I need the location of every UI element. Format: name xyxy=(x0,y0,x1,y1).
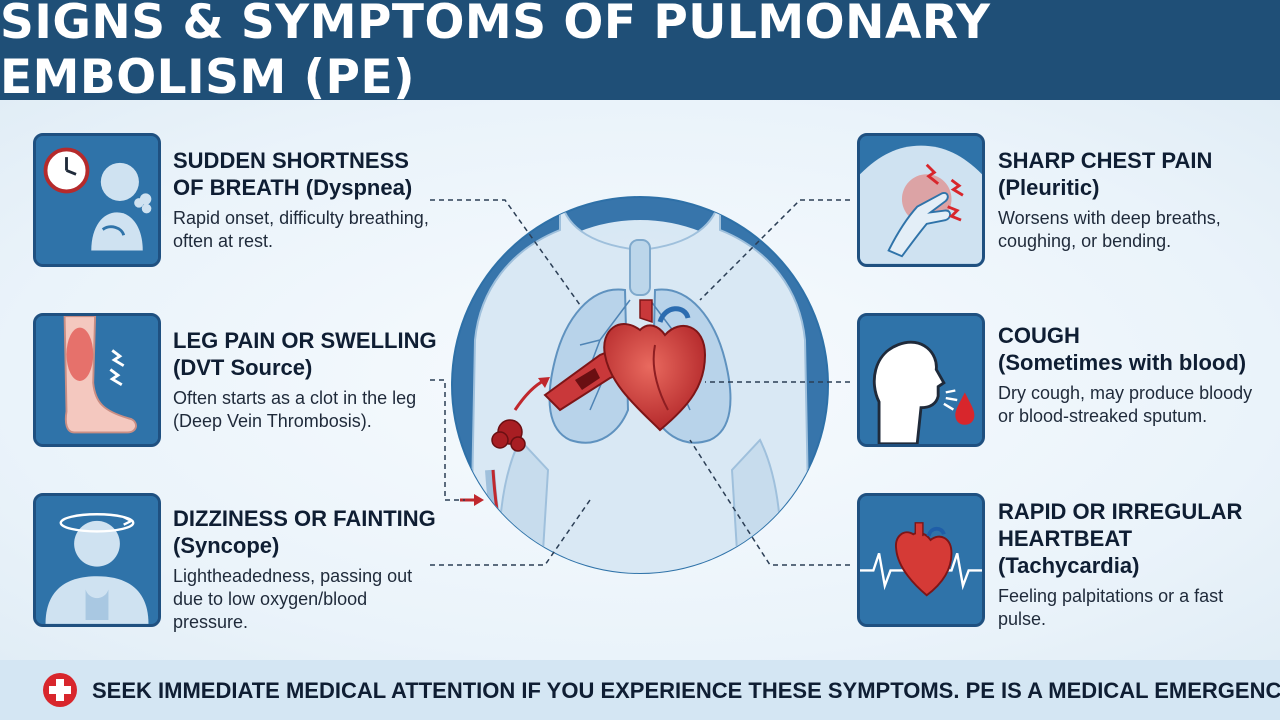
warning-footer: SEEK IMMEDIATE MEDICAL ATTENTION IF YOU … xyxy=(0,660,1280,720)
symptom-dyspnea: SUDDEN SHORTNESS OF BREATH (Dyspnea) Rap… xyxy=(173,147,443,253)
heartbeat-icon-card xyxy=(857,493,985,627)
breath-puff-icon xyxy=(134,193,152,214)
symptom-syncope: DIZZINESS OR FAINTING (Syncope) Lighthea… xyxy=(173,505,443,634)
clock-icon xyxy=(43,147,90,194)
symptom-cough: COUGH (Sometimes with blood) Dry cough, … xyxy=(998,322,1268,428)
symptom-subtitle: (Sometimes with blood) xyxy=(998,350,1247,375)
chest-pain-icon xyxy=(860,145,982,264)
dyspnea-icon-card xyxy=(33,133,161,267)
warning-text: SEEK IMMEDIATE MEDICAL ATTENTION IF YOU … xyxy=(92,678,1280,703)
symptom-description: Worsens with deep breaths, coughing, or … xyxy=(998,208,1221,251)
symptom-title: SHARP CHEST PAIN xyxy=(998,148,1213,173)
swollen-leg-icon xyxy=(63,316,137,434)
symptom-subtitle: (DVT Source) xyxy=(173,355,313,380)
symptom-description: Often starts as a clot in the leg (Deep … xyxy=(173,388,417,431)
symptom-description: Lightheadedness, passing out due to low … xyxy=(173,566,413,632)
symptom-subtitle-2: (Tachycardia) xyxy=(998,553,1140,578)
header: SIGNS & SYMPTOMS OF PULMONARY EMBOLISM (… xyxy=(0,0,1280,105)
symptom-subtitle: (Pleuritic) xyxy=(998,175,1100,200)
symptom-description: Feeling palpitations or a fast pulse. xyxy=(998,586,1224,629)
page-title: SIGNS & SYMPTOMS OF PULMONARY EMBOLISM (… xyxy=(0,0,991,105)
syncope-icon-card xyxy=(33,493,161,627)
coughing-person-icon xyxy=(872,340,946,444)
symptom-description: Rapid onset, difficulty breathing, often… xyxy=(173,208,429,251)
symptom-subtitle: HEARTBEAT xyxy=(998,526,1133,551)
leg-icon-card xyxy=(33,313,161,447)
symptom-title: RAPID OR IRREGULAR xyxy=(998,499,1243,524)
symptom-title: SUDDEN SHORTNESS xyxy=(173,148,409,173)
symptom-heartbeat: RAPID OR IRREGULAR HEARTBEAT (Tachycardi… xyxy=(998,498,1268,631)
dizzy-person-icon xyxy=(45,520,149,624)
chest-pain-icon-card xyxy=(857,133,985,267)
symptom-chest-pain: SHARP CHEST PAIN (Pleuritic) Worsens wit… xyxy=(998,147,1268,253)
cough-icon-card xyxy=(857,313,985,447)
blood-drop-icon xyxy=(955,392,975,425)
medical-cross-icon xyxy=(43,673,77,707)
symptom-title: COUGH xyxy=(998,323,1080,348)
symptom-title: LEG PAIN OR SWELLING xyxy=(173,328,437,353)
symptom-subtitle: OF BREATH (Dyspnea) xyxy=(173,175,413,200)
heart-ecg-icon xyxy=(895,522,953,597)
symptom-subtitle: (Syncope) xyxy=(173,533,280,558)
symptom-description: Dry cough, may produce bloody or blood-s… xyxy=(998,383,1253,426)
symptom-leg: LEG PAIN OR SWELLING (DVT Source) Often … xyxy=(173,327,443,433)
symptom-title: DIZZINESS OR FAINTING xyxy=(173,506,436,531)
